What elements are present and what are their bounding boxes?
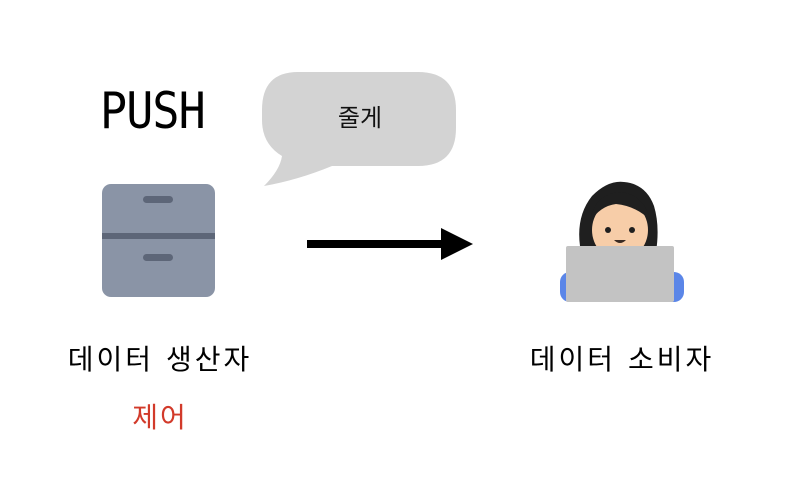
person-mouth xyxy=(614,240,626,243)
producer-label: 데이터 생산자 xyxy=(67,343,253,376)
cabinet-body xyxy=(102,184,215,297)
person-eye-right xyxy=(629,227,635,233)
cabinet-divider xyxy=(102,233,215,239)
control-label: 제어 xyxy=(132,401,188,434)
person-bangs xyxy=(590,192,650,222)
person-with-laptop-icon xyxy=(560,181,684,302)
right-arrow-icon xyxy=(307,228,473,260)
push-title: PUSH xyxy=(100,82,206,140)
speech-bubble xyxy=(262,72,456,186)
person-eye-left xyxy=(605,227,611,233)
laptop-screen xyxy=(566,246,674,302)
speech-bubble-shape xyxy=(262,72,456,186)
cabinet-handle-bottom xyxy=(143,254,173,261)
consumer-label: 데이터 소비자 xyxy=(529,343,715,376)
arrow-shaft xyxy=(307,240,447,248)
arrow-head xyxy=(441,228,473,260)
person-face xyxy=(592,200,648,260)
file-cabinet-icon xyxy=(102,184,215,297)
cabinet-handle-top xyxy=(143,196,173,203)
speech-bubble-text: 줄게 xyxy=(337,104,383,132)
